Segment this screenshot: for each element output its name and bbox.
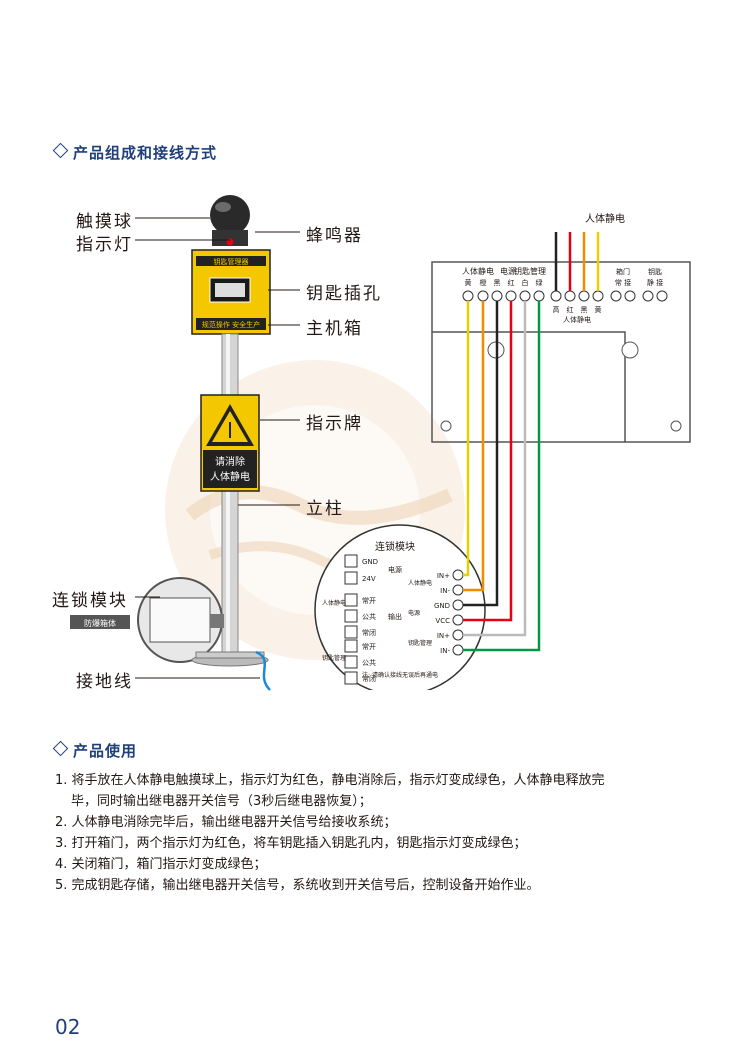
usage-instructions: 1. 将手放在人体静电触摸球上，指示灯为红色，静电消除后，指示灯变成绿色，人体静…	[55, 770, 705, 896]
sign-text-line2: 人体静电	[210, 470, 250, 483]
label-main-box: 主机箱	[306, 319, 363, 339]
wire-red	[463, 301, 513, 622]
diamond-bullet-icon	[52, 740, 69, 757]
device-illustration: 钥匙管理器 规范操作 安全生产 请消除 人体静电 防爆箱体	[70, 195, 271, 691]
usage-step-2: 2. 人体静电消除完毕后，输出继电器开关信号给接收系统；	[55, 815, 397, 830]
panel-top-title: 人体静电	[585, 212, 625, 225]
interlock-module-diagram	[314, 524, 486, 690]
module-right-4: IN+	[437, 632, 450, 640]
panel-group1: 人体静电	[462, 266, 494, 276]
wiring-diagram: 人体静电 人体静电 电源 钥匙管理 黄 橙 黑 红 白 绿 高 红 黑 黄 人体…	[314, 212, 691, 690]
module-left-row2-group: 钥匙管理	[322, 654, 346, 662]
panel-door: 箱门	[616, 267, 630, 276]
label-sign: 指示牌	[306, 414, 363, 434]
panel-color-3: 红	[508, 278, 515, 287]
panel-color-5: 绿	[536, 278, 543, 287]
module-right-group-1: 电源	[408, 609, 420, 617]
module-right-2: GND	[434, 602, 450, 610]
panel-group2: 电源	[500, 266, 516, 276]
label-interlock: 连锁模块	[52, 591, 128, 611]
module-right-group-0: 人体静电	[408, 579, 432, 587]
bottom-color-1: 红	[567, 305, 574, 314]
label-indicator: 指示灯	[76, 235, 133, 255]
wire-green	[463, 301, 541, 652]
bottom-color-3: 黄	[595, 305, 602, 314]
indicator-light	[226, 238, 234, 246]
module-right-group-2: 钥匙管理	[408, 639, 432, 647]
module-right-5: IN-	[440, 647, 450, 655]
label-pole: 立柱	[306, 499, 344, 519]
wire-white	[463, 301, 527, 637]
label-ground: 接地线	[76, 672, 133, 692]
module-row-side: 输出	[388, 612, 402, 621]
panel-door-sub: 常 接	[615, 278, 631, 287]
terminal-panel	[431, 261, 691, 443]
module-row2-1: 公共	[362, 658, 376, 667]
panel-color-4: 白	[522, 278, 529, 287]
box-footer-text: 规范操作 安全生产	[202, 320, 260, 329]
box-header-text: 钥匙管理器	[214, 257, 249, 266]
usage-step-1: 1. 将手放在人体静电触摸球上，指示灯为红色，静电消除后，指示灯变成绿色，人体静…	[55, 773, 605, 788]
module-tag-text: 防爆箱体	[84, 618, 116, 628]
panel-color-0: 黄	[465, 278, 472, 287]
usage-step-3: 3. 打开箱门，两个指示灯为红色，将车钥匙插入钥匙孔内，钥匙指示灯变成绿色；	[55, 836, 527, 851]
wire-orange	[463, 301, 485, 592]
label-touch-ball: 触摸球	[76, 212, 133, 232]
panel-bottom-label: 人体静电	[563, 315, 591, 324]
panel-group3: 钥匙管理	[514, 266, 546, 276]
module-left-1: 24V	[362, 575, 376, 583]
label-key-slot: 钥匙插孔	[306, 284, 382, 304]
ground-wire	[255, 650, 271, 691]
module-right-3: VCC	[435, 617, 450, 625]
usage-step-5: 5. 完成钥匙存储，输出继电器开关信号，系统收到开关信号后，控制设备开始作业。	[55, 878, 540, 893]
module-title: 连锁模块	[375, 540, 415, 553]
wire-yellow	[463, 301, 470, 577]
module-left-0: GND	[362, 558, 378, 566]
module-left-group: 电源	[388, 565, 402, 574]
section-title-composition: 产品组成和接线方式	[52, 142, 217, 163]
panel-key: 钥匙	[648, 267, 662, 276]
module-right-0: IN+	[437, 572, 450, 580]
module-row-1: 公共	[362, 612, 376, 621]
module-note: 注: 请确认接线无误后再通电	[362, 671, 438, 679]
module-left-row-group: 人体静电	[322, 599, 346, 607]
module-row-0: 常开	[362, 596, 376, 605]
bottom-color-0: 高	[553, 305, 560, 314]
section-title-usage: 产品使用	[52, 740, 137, 761]
panel-key-sub: 静 接	[647, 278, 663, 287]
usage-step-4: 4. 关闭箱门，箱门指示灯变成绿色；	[55, 857, 267, 872]
wire-black	[463, 301, 499, 607]
sign-text-line1: 请消除	[215, 455, 245, 468]
diamond-bullet-icon	[52, 142, 69, 159]
page-number: 02	[55, 1015, 81, 1039]
usage-step-1-cont: 毕，同时输出继电器开关信号（3秒后继电器恢复）；	[71, 794, 372, 809]
panel-color-1: 橙	[480, 278, 487, 287]
touch-ball	[210, 195, 250, 235]
module-right-1: IN-	[440, 587, 450, 595]
bottom-color-2: 黑	[581, 306, 588, 314]
panel-color-2: 黑	[494, 279, 501, 287]
module-row2-0: 常开	[362, 642, 376, 651]
module-row2-2: 常闭	[362, 674, 376, 683]
module-row-2: 常闭	[362, 628, 376, 637]
label-buzzer: 蜂鸣器	[306, 226, 363, 246]
